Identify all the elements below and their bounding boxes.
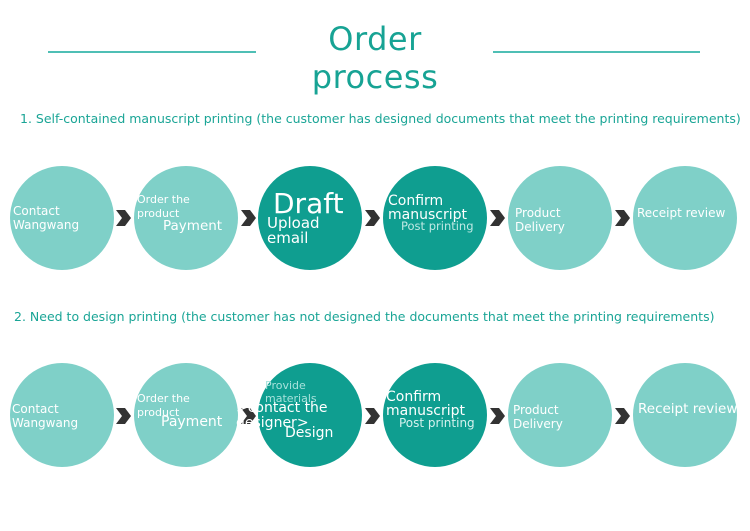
step-confirm-manuscript: Confirm manuscript Post printing [383, 166, 487, 270]
step-label: Payment [163, 218, 223, 234]
step-label: Confirm [386, 389, 442, 405]
step-label: Receipt review [637, 206, 726, 220]
step-label: Wangwang [12, 416, 79, 430]
step-label: Contact [13, 204, 60, 218]
step-label: Product [513, 403, 559, 417]
section-1-heading: 1. Self-contained manuscript printing (t… [20, 111, 741, 126]
step-label: Payment [161, 414, 223, 430]
step-label: Receipt review [638, 401, 738, 417]
step-label: Post printing [399, 416, 475, 430]
step-provide-materials-design: Provide materials >contact the designer>… [236, 363, 362, 467]
step-label: Provide [265, 379, 306, 392]
title-rule-left [48, 51, 256, 53]
title-rule-right [493, 51, 700, 53]
step-label: >contact the [236, 400, 328, 416]
step-order-payment: Order the product Payment [134, 166, 238, 270]
step-order-payment: Order the product Payment [134, 363, 238, 467]
process-row-2: Contact Wangwang Order the product Payme… [0, 363, 750, 473]
step-label: Draft [273, 187, 344, 220]
step-label: manuscript [386, 403, 465, 419]
section-2-heading: 2. Need to design printing (the customer… [14, 309, 715, 324]
step-label: materials [265, 392, 317, 405]
step-label: Order the [137, 193, 190, 206]
page-title: Order process [311, 20, 439, 96]
step-label: Post printing [401, 219, 474, 233]
step-label: designer> [236, 415, 309, 431]
step-label: Order the [137, 392, 190, 405]
step-label: Wangwang [13, 218, 80, 232]
step-label: Upload [267, 214, 320, 232]
step-label: Confirm [388, 193, 444, 209]
step-label: product [137, 406, 180, 419]
step-product-delivery: Product Delivery [508, 363, 612, 467]
step-label: Contact [12, 402, 59, 416]
step-label: Delivery [513, 417, 563, 431]
step-receipt-review: Receipt review [633, 166, 737, 270]
step-contact-wangwang: Contact Wangwang [10, 166, 114, 270]
step-label: email [267, 229, 309, 247]
step-product-delivery: Product Delivery [508, 166, 612, 270]
step-label: product [137, 207, 180, 220]
step-confirm-manuscript: Confirm manuscript Post printing [383, 363, 487, 467]
process-row-1: Contact Wangwang Order the product Payme… [0, 166, 750, 276]
step-draft-upload: Draft Upload email [258, 166, 362, 270]
step-label: Design [285, 425, 334, 441]
step-contact-wangwang: Contact Wangwang [10, 363, 114, 467]
step-label: Delivery [515, 220, 565, 234]
step-receipt-review: Receipt review [633, 363, 737, 467]
step-label: Product [515, 206, 561, 220]
step-label: manuscript [388, 207, 467, 223]
